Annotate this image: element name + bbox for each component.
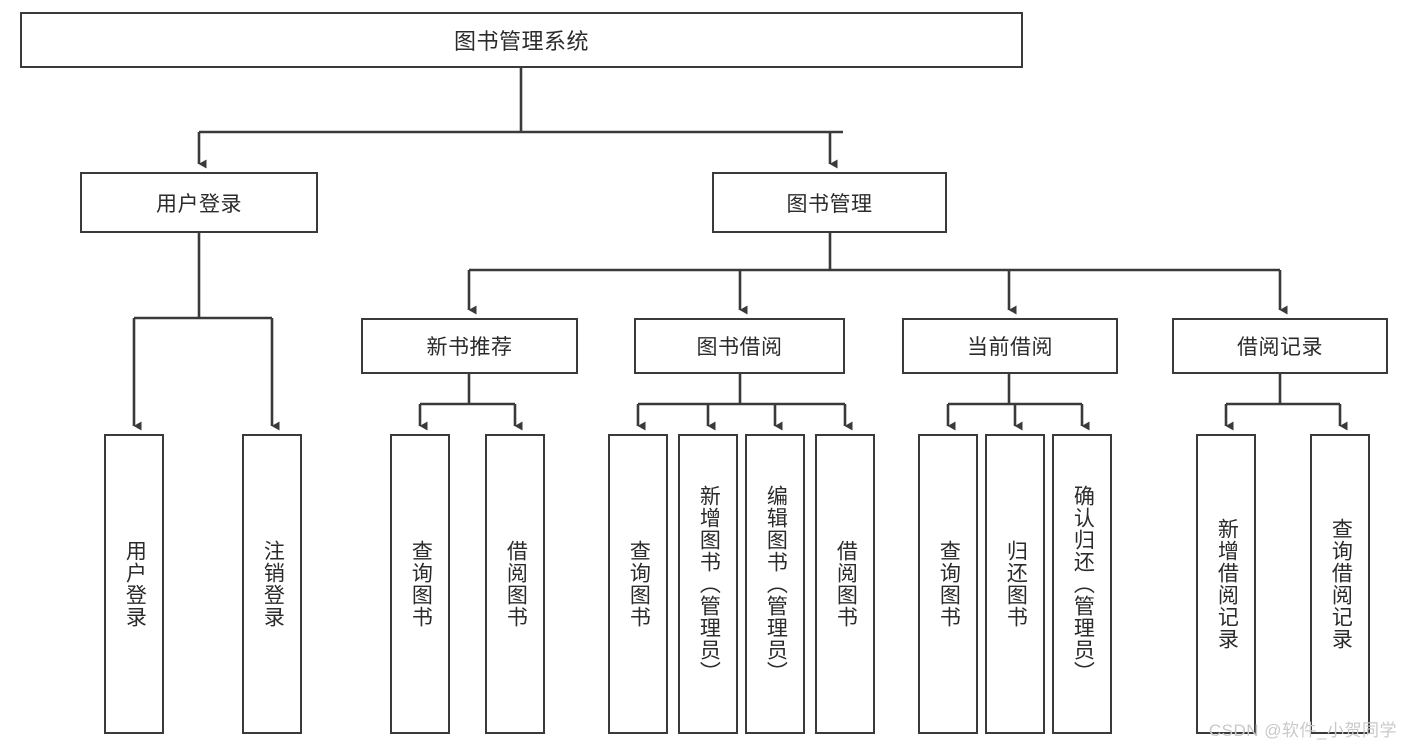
node-leaf-add-record-label: 新增借阅记录: [1215, 518, 1239, 650]
node-leaf-borrow-book-2[interactable]: 借阅图书: [815, 434, 875, 734]
node-leaf-borrow-book-1[interactable]: 借阅图书: [485, 434, 545, 734]
node-book-borrow-label: 图书借阅: [696, 336, 783, 359]
node-root-label: 图书管理系统: [453, 29, 589, 54]
node-leaf-user-login-label: 用户登录: [123, 540, 147, 628]
node-leaf-logout[interactable]: 注销登录: [242, 434, 302, 734]
node-root-system[interactable]: 图书管理系统: [20, 12, 1023, 68]
node-leaf-edit-book-label: 编辑图书（管理员）: [764, 485, 788, 683]
node-leaf-return-book[interactable]: 归还图书: [985, 434, 1045, 734]
node-leaf-user-login[interactable]: 用户登录: [104, 434, 164, 734]
node-leaf-logout-label: 注销登录: [261, 540, 285, 628]
node-leaf-query-book-2-label: 查询图书: [627, 540, 651, 628]
node-book-manage[interactable]: 图书管理: [712, 172, 947, 233]
node-leaf-query-book-2[interactable]: 查询图书: [608, 434, 668, 734]
node-leaf-query-book-1-label: 查询图书: [409, 540, 433, 628]
node-borrow-record[interactable]: 借阅记录: [1172, 318, 1388, 374]
node-current-borrow[interactable]: 当前借阅: [902, 318, 1118, 374]
node-leaf-query-record[interactable]: 查询借阅记录: [1310, 434, 1370, 734]
node-leaf-borrow-book-1-label: 借阅图书: [504, 540, 528, 628]
watermark-text: CSDN @软件_小贺同学: [1208, 721, 1397, 740]
node-borrow-record-label: 借阅记录: [1237, 336, 1323, 359]
node-new-book-recommend-label: 新书推荐: [426, 336, 513, 359]
node-leaf-confirm-return-label: 确认归还（管理员）: [1071, 485, 1095, 683]
node-leaf-query-book-1[interactable]: 查询图书: [390, 434, 450, 734]
node-leaf-query-record-label: 查询借阅记录: [1329, 518, 1353, 650]
node-leaf-confirm-return[interactable]: 确认归还（管理员）: [1052, 434, 1112, 734]
node-leaf-add-record[interactable]: 新增借阅记录: [1196, 434, 1256, 734]
node-leaf-return-book-label: 归还图书: [1004, 540, 1028, 628]
node-book-manage-label: 图书管理: [786, 192, 873, 216]
node-new-book-recommend[interactable]: 新书推荐: [361, 318, 578, 374]
node-user-login[interactable]: 用户登录: [80, 172, 318, 233]
node-leaf-add-book-label: 新增图书（管理员）: [697, 485, 721, 683]
node-book-borrow[interactable]: 图书借阅: [634, 318, 845, 374]
node-leaf-add-book[interactable]: 新增图书（管理员）: [678, 434, 738, 734]
node-leaf-borrow-book-2-label: 借阅图书: [834, 540, 858, 628]
node-user-login-label: 用户登录: [156, 192, 242, 216]
node-leaf-query-book-3[interactable]: 查询图书: [918, 434, 978, 734]
node-leaf-query-book-3-label: 查询图书: [937, 540, 961, 628]
node-leaf-edit-book[interactable]: 编辑图书（管理员）: [745, 434, 805, 734]
node-current-borrow-label: 当前借阅: [967, 336, 1053, 359]
